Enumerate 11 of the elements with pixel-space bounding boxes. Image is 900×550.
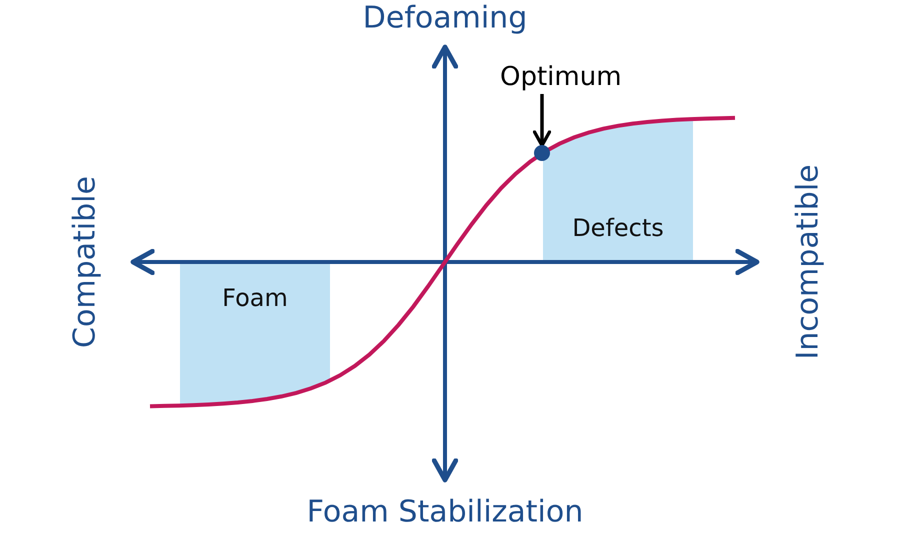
axis-label: Defoaming [362, 0, 528, 36]
optimum-point [534, 145, 550, 162]
shaded-region [180, 262, 330, 406]
axis-label: Compatible [68, 176, 102, 348]
leader-arrow [532, 94, 552, 148]
region-label: Defects [571, 214, 665, 242]
shaded-region [543, 119, 693, 262]
axis-label: Foam Stabilization [306, 494, 584, 530]
axis-label: Incompatible [790, 164, 826, 360]
region-label: Foam [221, 284, 289, 312]
callout-label: Optimum [500, 62, 622, 92]
